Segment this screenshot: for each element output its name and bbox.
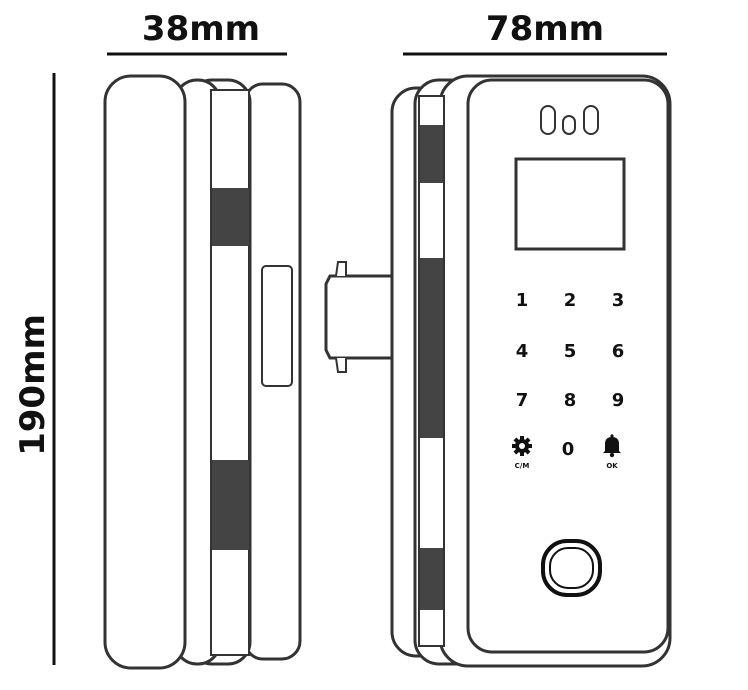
indicator-light-right (583, 105, 599, 135)
side-view (103, 74, 302, 670)
key-7: 7 (516, 390, 529, 411)
key-3: 3 (612, 290, 625, 311)
ok-key-label: OK (606, 462, 618, 470)
height-label: 190mm (13, 314, 53, 456)
latch-bolt (324, 261, 397, 373)
indicator-light-middle (562, 115, 576, 135)
side-strike-slot (261, 265, 293, 387)
key-4: 4 (516, 341, 529, 362)
side-rubber-pad-bottom (212, 460, 249, 550)
key-9: 9 (612, 390, 625, 411)
key-0: 0 (562, 439, 575, 460)
key-8: 8 (564, 390, 577, 411)
side-glass-channel (210, 89, 250, 656)
front-rubber-pad-middle (420, 258, 443, 438)
width-side-label: 38mm (142, 9, 260, 49)
key-6: 6 (612, 341, 625, 362)
side-front-body (103, 74, 187, 670)
front-view: 1 2 3 4 5 6 7 8 9 0 C/M (390, 74, 672, 668)
settings-key-label: C/M (515, 462, 530, 470)
indicator-lights (540, 105, 599, 135)
side-rubber-pad-top (212, 188, 249, 246)
key-5: 5 (564, 341, 577, 362)
width-front-label: 78mm (486, 9, 604, 49)
front-rubber-pad-top (420, 125, 443, 183)
gear-icon (512, 436, 532, 456)
key-2: 2 (564, 290, 577, 311)
display-screen (514, 157, 626, 251)
indicator-light-left (540, 105, 556, 135)
keypad: 1 2 3 4 5 6 7 8 9 0 C/M (512, 290, 624, 470)
bell-icon (603, 434, 621, 458)
front-rubber-pad-bottom (420, 548, 443, 610)
fingerprint-sensor (541, 539, 602, 597)
key-1: 1 (516, 290, 529, 311)
